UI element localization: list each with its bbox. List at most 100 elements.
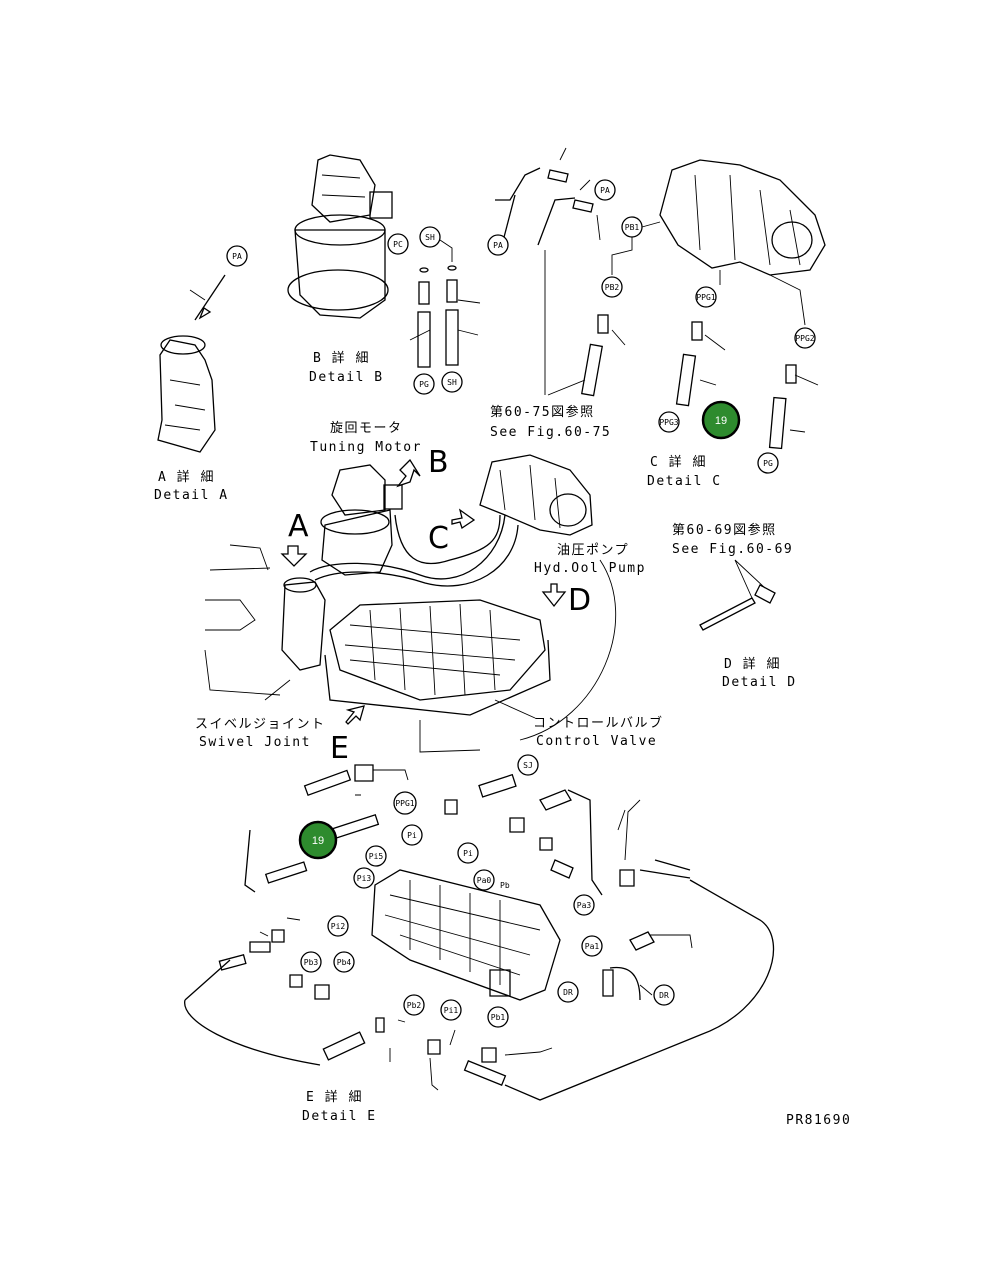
tag-pa-detail-a[interactable]: PA (226, 245, 248, 267)
swivel-joint-en: Swivel Joint (199, 735, 311, 750)
view-letter-a: A (288, 509, 309, 544)
hyd-pump-body (479, 454, 593, 536)
view-arrow-c (451, 508, 476, 530)
swing-motor-body (321, 509, 393, 576)
svg-text:PPG1: PPG1 (696, 293, 715, 302)
callout-19-lower[interactable]: 19 (298, 820, 338, 860)
svg-text:Pa0: Pa0 (477, 876, 492, 885)
tag-sh-detail-b[interactable]: SH (419, 226, 441, 248)
tag-pb2-detail-e[interactable]: Pb2 (403, 994, 425, 1016)
svg-text:PC: PC (393, 240, 403, 249)
tag-pg-detail-b[interactable]: PG (413, 373, 435, 395)
swivel-joint-body (281, 581, 326, 671)
tag-pa-detail-c[interactable]: PA (487, 234, 509, 256)
svg-text:Pi: Pi (463, 849, 473, 858)
control-valve-en: Control Valve (536, 734, 657, 749)
svg-text:PPG1: PPG1 (395, 799, 414, 808)
svg-text:PPG3: PPG3 (659, 418, 678, 427)
tag-sh-detail-b-lower[interactable]: SH (441, 371, 463, 393)
tag-pc-detail-b[interactable]: PC (387, 233, 409, 255)
tag-pb4-detail-e[interactable]: Pb4 (333, 951, 355, 973)
tag-pb1-detail-e[interactable]: Pb1 (487, 1006, 509, 1028)
control-valve-jp: コントロールバルブ (533, 715, 664, 731)
svg-text:PB1: PB1 (625, 223, 640, 232)
tag-ppg2-detail-c[interactable]: PPG2 (794, 327, 816, 349)
ref-60-69-jp: 第60-69図参照 (672, 522, 777, 538)
svg-text:Pb2: Pb2 (407, 1001, 422, 1010)
swivel-joint-jp: スイベルジョイント (195, 717, 326, 732)
detail-a-body (157, 339, 216, 453)
svg-text:DR: DR (563, 988, 573, 997)
tag-pb3-detail-e[interactable]: Pb3 (300, 951, 322, 973)
detail-a-hatch (164, 379, 206, 431)
detail-d-group: 第60-69図参照 See Fig.60-69 D 詳 細 Detail D (672, 522, 795, 690)
detail-c-hose-a (495, 167, 541, 201)
ref-60-75-en: See Fig.60-75 (490, 425, 611, 440)
tag-pb1-detail-c[interactable]: PB1 (621, 216, 643, 238)
svg-text:Pi1: Pi1 (444, 1006, 459, 1015)
detail-a-top (160, 335, 206, 355)
callout-19-upper[interactable]: 19 (701, 400, 741, 440)
label-pb-detail-e: Pb (500, 881, 510, 890)
tag-ppg1-detail-c[interactable]: PPG1 (695, 286, 717, 308)
svg-text:PA: PA (600, 186, 610, 195)
view-letter-d: D (568, 583, 591, 618)
tag-pa3-detail-e[interactable]: Pa3 (573, 894, 595, 916)
tag-pi-detail-e-2[interactable]: Pi (457, 842, 479, 864)
view-arrow-d (541, 583, 567, 608)
detail-e-valve-body (371, 869, 561, 1001)
tag-pi5-detail-e[interactable]: Pi5 (365, 845, 387, 867)
tag-pg-detail-c[interactable]: PG (757, 452, 779, 474)
detail-d-jp: D 詳 細 (724, 656, 781, 672)
detail-b-group: PC SH PG SH B 詳 細 Detail B (287, 154, 481, 395)
svg-text:PPG2: PPG2 (795, 334, 814, 343)
detail-e-jp: E 詳 細 (306, 1089, 363, 1105)
main-assembly-group: 旋回モータ Tuning Motor B A C D E 油圧ポンプ Hyd.O… (195, 421, 664, 766)
detail-b-jp: B 詳 細 (313, 350, 370, 366)
swing-motor-en: Tuning Motor (310, 440, 422, 455)
tag-ppg1-detail-e[interactable]: PPG1 (393, 791, 417, 815)
svg-text:PA: PA (493, 241, 503, 250)
svg-text:Pb3: Pb3 (304, 958, 319, 967)
tag-pi-detail-e[interactable]: Pi (401, 824, 423, 846)
tag-dr-detail-e[interactable]: DR (557, 981, 579, 1003)
tag-pi3-detail-e[interactable]: Pi3 (353, 867, 375, 889)
svg-text:PG: PG (419, 380, 429, 389)
svg-text:PA: PA (232, 252, 242, 261)
tag-dr-detail-e-2[interactable]: DR (653, 984, 675, 1006)
swing-motor-jp: 旋回モータ (330, 421, 403, 436)
svg-text:Pi3: Pi3 (357, 874, 372, 883)
svg-text:SH: SH (425, 233, 435, 242)
detail-a-fitting (194, 274, 226, 321)
svg-text:SH: SH (447, 378, 457, 387)
tag-pa0-detail-e[interactable]: Pa0 (473, 869, 495, 891)
detail-a-jp: A 詳 細 (158, 469, 215, 485)
svg-text:19: 19 (715, 415, 727, 427)
detail-c-group: PA PA PB1 PB2 PPG1 PPG2 (487, 147, 826, 489)
view-letter-e: E (330, 731, 349, 766)
detail-a-nut (198, 307, 212, 320)
tag-ppg3-detail-c[interactable]: PPG3 (658, 411, 680, 433)
view-arrow-b (396, 458, 421, 488)
tag-pi1-detail-e[interactable]: Pi1 (440, 999, 462, 1021)
svg-text:PB2: PB2 (605, 283, 620, 292)
svg-text:Pi2: Pi2 (331, 922, 346, 931)
svg-text:PG: PG (763, 459, 773, 468)
view-arrow-a (280, 545, 308, 567)
tag-sj-detail-e[interactable]: SJ (517, 754, 539, 776)
detail-c-pump (659, 159, 826, 276)
tag-pb2-detail-c[interactable]: PB2 (601, 276, 623, 298)
svg-text:DR: DR (659, 991, 669, 1000)
ref-60-75-jp: 第60-75図参照 (490, 404, 595, 420)
drawing-number: PR81690 (786, 1113, 851, 1128)
tag-pi2-detail-e[interactable]: Pi2 (327, 915, 349, 937)
view-letter-b: B (428, 445, 449, 480)
tag-pa-detail-c-2[interactable]: PA (594, 179, 616, 201)
svg-text:19: 19 (312, 835, 324, 847)
ref-60-69-en: See Fig.60-69 (672, 542, 793, 557)
detail-a-en: Detail A (154, 488, 229, 503)
tag-pa1-detail-e[interactable]: Pa1 (581, 935, 603, 957)
detail-e-group: PPG1 SJ Pi Pi5 Pi3 Pi (184, 754, 775, 1124)
